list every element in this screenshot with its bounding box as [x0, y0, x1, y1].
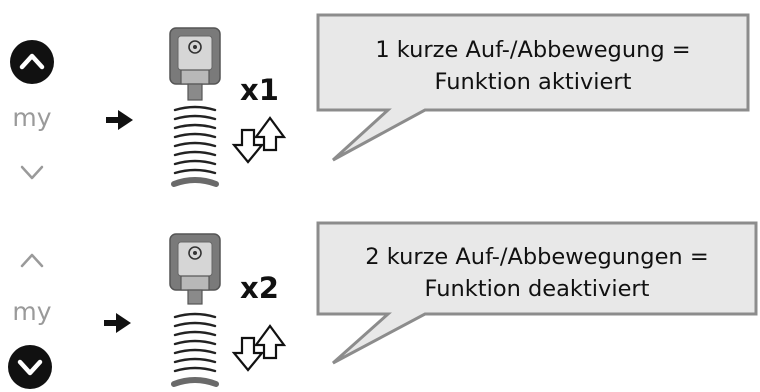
step-2-panel: 2 kurze Auf-/Abbewegungen = Funktion dea… — [0, 196, 760, 392]
step-2-illustration: 2 kurze Auf-/Abbewegungen = Funktion dea… — [8, 221, 758, 389]
multiplier-label: x2 — [240, 271, 279, 305]
arrow-right-icon — [106, 110, 133, 130]
down-button-icon[interactable] — [8, 345, 52, 389]
arrow-right-icon — [104, 313, 131, 333]
bubble-line-1: 2 kurze Auf-/Abbewegungen = — [365, 244, 708, 270]
down-up-movement-icon — [231, 116, 287, 164]
down-button-icon[interactable] — [20, 165, 44, 180]
shade-slats-icon — [171, 105, 219, 187]
up-button-icon[interactable] — [10, 40, 54, 84]
motor-head-icon — [169, 27, 221, 101]
bubble-line-1: 1 kurze Auf-/Abbewegung = — [375, 37, 690, 63]
my-button-label[interactable]: my — [12, 297, 51, 326]
motor-head-icon — [169, 233, 221, 305]
multiplier-label: x1 — [240, 73, 279, 107]
step-1-illustration: 1 kurze Auf-/Abbewegung = Funktion aktiv… — [10, 13, 750, 187]
up-button-icon[interactable] — [20, 253, 44, 268]
bubble-line-2: Funktion aktiviert — [435, 69, 632, 95]
speech-bubble: 2 kurze Auf-/Abbewegungen = Funktion dea… — [316, 221, 758, 365]
bubble-line-2: Funktion deaktiviert — [424, 276, 649, 302]
step-1-panel: 1 kurze Auf-/Abbewegung = Funktion aktiv… — [10, 13, 750, 187]
speech-bubble: 1 kurze Auf-/Abbewegung = Funktion aktiv… — [316, 13, 750, 162]
remote-control: my — [8, 253, 52, 389]
down-up-movement-icon — [231, 324, 287, 372]
my-button-label[interactable]: my — [12, 103, 51, 132]
shade-slats-icon — [171, 312, 219, 387]
remote-control: my — [10, 40, 54, 180]
